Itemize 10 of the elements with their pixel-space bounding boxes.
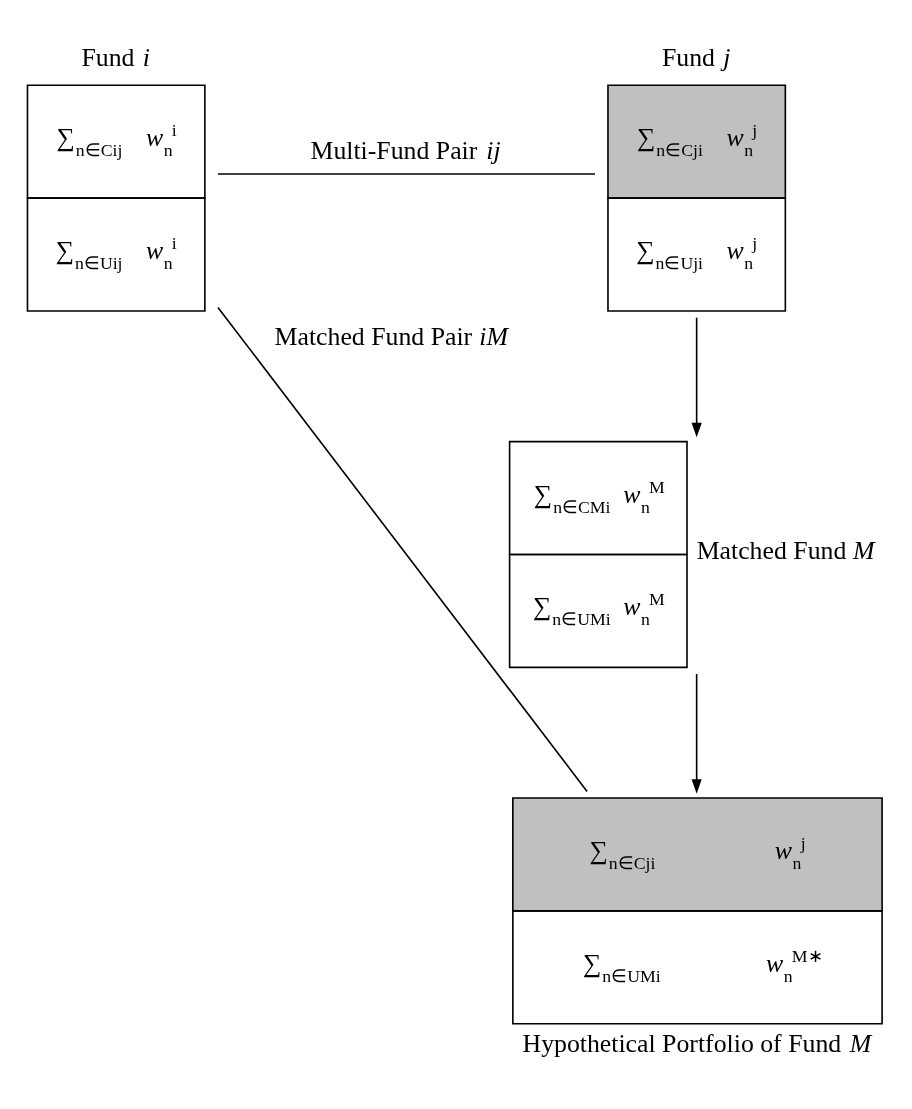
node-label: Matched Fund M <box>696 536 875 566</box>
node-label: Fund i <box>81 42 150 72</box>
arrow <box>691 316 702 438</box>
node-label: Fund j <box>661 42 731 72</box>
arrow <box>691 673 702 794</box>
node-label: Hypothetical Portfolio of Fund M <box>522 1029 872 1059</box>
edge-label: Matched Fund Pair iM <box>274 321 508 351</box>
edge-label: Multi-Fund Pair ij <box>310 136 501 166</box>
connector <box>217 306 588 793</box>
connector <box>217 173 596 175</box>
